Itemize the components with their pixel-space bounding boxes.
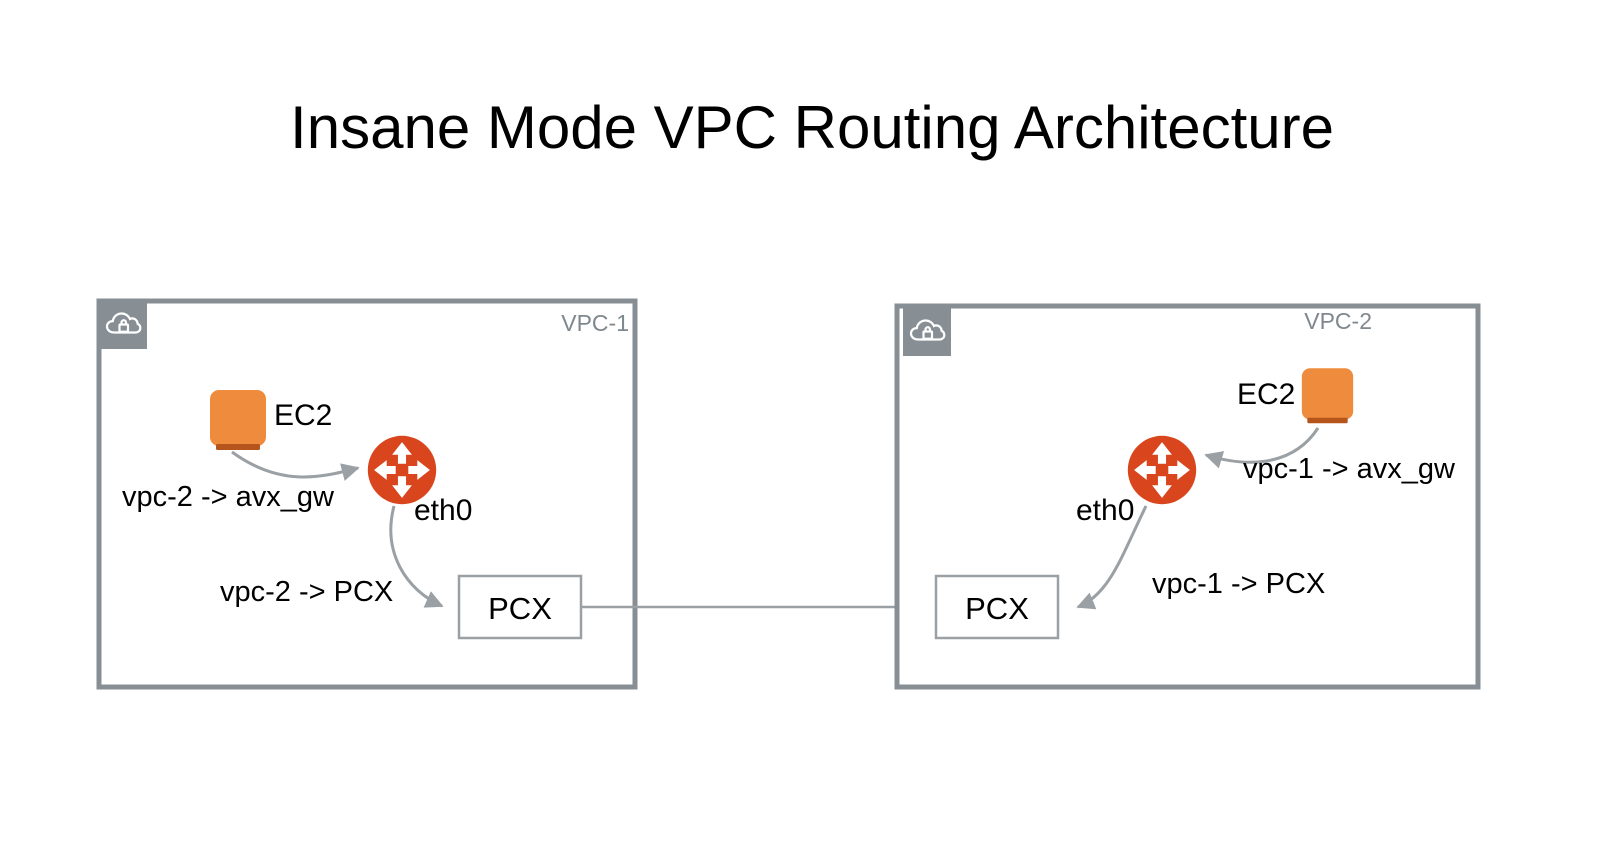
vpc-2-container: VPC-2 EC2 vpc-1 -> avx_gw eth0 vpc-1 -> … <box>894 303 1481 690</box>
gateway-to-pcx-arrow <box>389 505 444 608</box>
vpc-cloud-lock-icon <box>903 308 951 356</box>
ec2-instance-icon[interactable] <box>210 390 266 450</box>
vpc-2-route-to-gateway-label: vpc-1 -> avx_gw <box>1243 453 1456 485</box>
vpc-2-eth0-label: eth0 <box>1076 494 1134 527</box>
aviatrix-router-icon[interactable] <box>1127 435 1197 505</box>
vpc-1-container: VPC-1 EC2 vpc-2 -> avx_gw eth0 vpc-2 -> … <box>96 298 638 690</box>
ec2-to-gateway-arrow <box>1204 427 1320 469</box>
page-title: Insane Mode VPC Routing Architecture <box>290 94 1334 161</box>
vpc-2-pcx-box[interactable] <box>934 574 1060 640</box>
ec2-instance-icon[interactable] <box>1301 368 1354 424</box>
vpc-2-label: VPC-2 <box>1304 308 1372 334</box>
vpc-1-label: VPC-1 <box>561 310 629 336</box>
vpc-1-route-to-pcx-label: vpc-2 -> PCX <box>220 576 393 608</box>
vpc-2-pcx-label: PCX <box>965 591 1029 626</box>
gateway-to-pcx-arrow <box>1076 505 1148 610</box>
ec2-to-gateway-arrow <box>231 450 360 481</box>
ec2-label: EC2 <box>1237 378 1295 411</box>
vpc-1-eth0-label: eth0 <box>414 494 472 527</box>
ec2-label: EC2 <box>274 399 332 432</box>
vpc-1-pcx-label: PCX <box>488 591 552 626</box>
vpc-1-route-to-gateway-label: vpc-2 -> avx_gw <box>122 481 335 513</box>
vpc-2-route-to-pcx-label: vpc-1 -> PCX <box>1152 568 1325 600</box>
vpc-cloud-lock-icon <box>99 301 147 349</box>
